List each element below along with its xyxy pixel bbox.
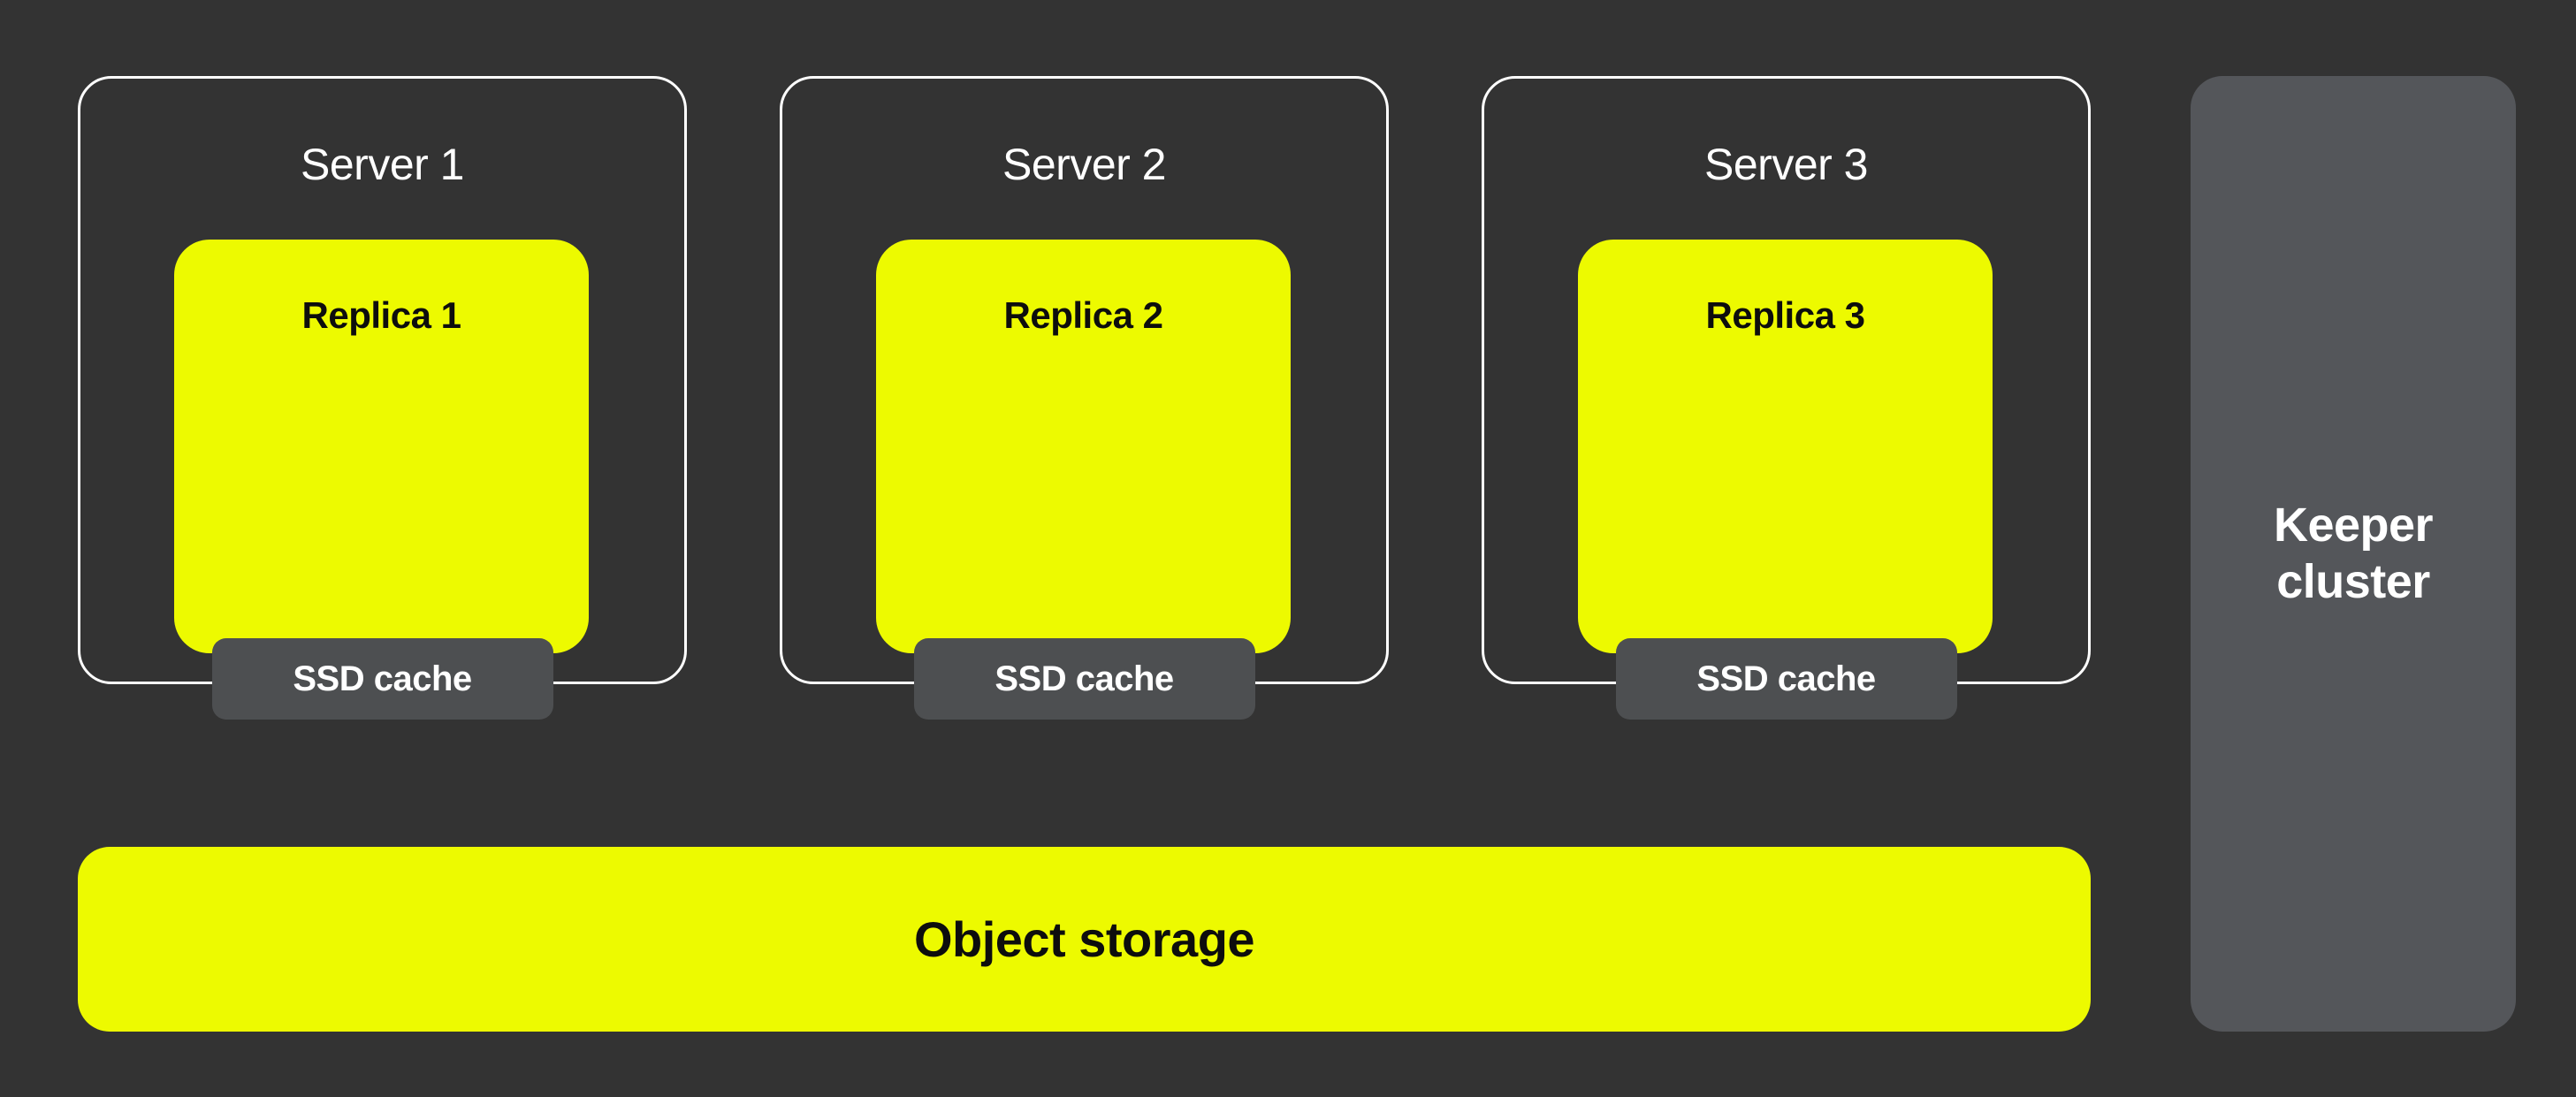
- keeper-cluster-label: Keeper cluster: [2273, 498, 2434, 608]
- server-box-2: Server 2 Replica 2 SSD cache: [780, 76, 1389, 720]
- ssd-cache-label: SSD cache: [995, 659, 1174, 698]
- replica-box-1: Replica 1: [174, 240, 589, 653]
- server-title: Server 2: [1002, 140, 1166, 189]
- replica-label: Replica 3: [1705, 294, 1865, 336]
- replica-box-3: Replica 3: [1578, 240, 1993, 653]
- server-box-3: Server 3 Replica 3 SSD cache: [1482, 76, 2091, 720]
- replica-box-2: Replica 2: [876, 240, 1291, 653]
- ssd-cache-box-3: SSD cache: [1615, 638, 1957, 720]
- replica-label: Replica 1: [301, 294, 461, 336]
- keeper-cluster-box: Keeper cluster: [2191, 76, 2516, 1032]
- replica-label: Replica 2: [1003, 294, 1163, 336]
- server-title: Server 1: [301, 140, 464, 189]
- server-box-1: Server 1 Replica 1 SSD cache: [78, 76, 687, 720]
- ssd-cache-box-2: SSD cache: [913, 638, 1255, 720]
- ssd-cache-label: SSD cache: [293, 659, 472, 698]
- server-title: Server 3: [1704, 140, 1868, 189]
- ssd-cache-box-1: SSD cache: [211, 638, 553, 720]
- object-storage-bar: Object storage: [78, 847, 2091, 1032]
- object-storage-label: Object storage: [913, 911, 1255, 967]
- ssd-cache-label: SSD cache: [1696, 659, 1876, 698]
